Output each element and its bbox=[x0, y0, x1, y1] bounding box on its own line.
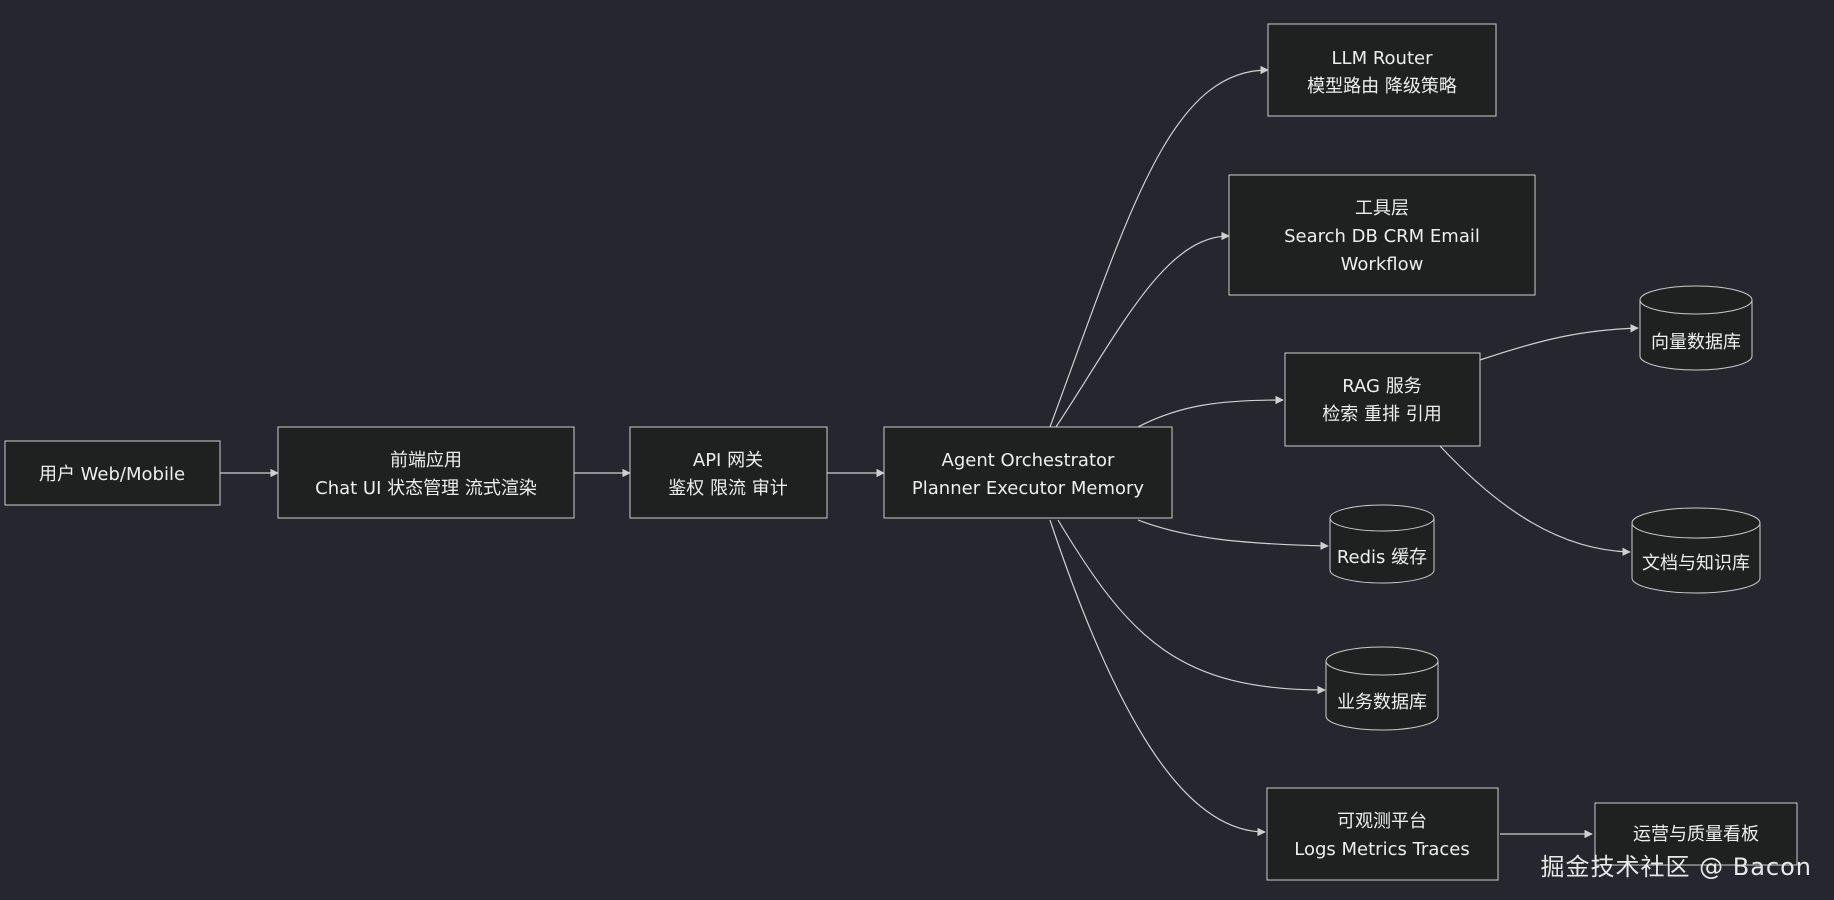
node-tools: 工具层 Search DB CRM Email Workflow bbox=[1228, 174, 1536, 296]
node-frontend: 前端应用 Chat UI 状态管理 流式渲染 bbox=[277, 426, 575, 519]
edge-orchestrator-biz-db bbox=[1057, 519, 1326, 695]
node-vector-db: 向量数据库 bbox=[1639, 285, 1753, 371]
node-observability-line-1: 可观测平台 bbox=[1337, 811, 1427, 832]
edge-orchestrator-redis bbox=[1137, 519, 1329, 551]
node-redis-line-1: Redis 缓存 bbox=[1337, 547, 1427, 568]
node-vector-db-line-1: 向量数据库 bbox=[1651, 332, 1741, 353]
edge-orchestrator-llm-router bbox=[1049, 65, 1269, 428]
edge-orchestrator-tools bbox=[1055, 231, 1230, 428]
node-user-line-1: 用户 Web/Mobile bbox=[39, 464, 185, 485]
node-llm-router: LLM Router 模型路由 降级策略 bbox=[1267, 23, 1497, 117]
edge-rag-docs-kb bbox=[1439, 445, 1631, 556]
node-user: 用户 Web/Mobile bbox=[4, 440, 221, 506]
node-llm-router-line-1: LLM Router bbox=[1332, 48, 1434, 69]
node-gateway-line-2: 鉴权 限流 审计 bbox=[668, 478, 787, 499]
node-llm-router-line-2: 模型路由 降级策略 bbox=[1307, 76, 1457, 97]
node-rag-line-1: RAG 服务 bbox=[1342, 376, 1421, 397]
node-rag: RAG 服务 检索 重排 引用 bbox=[1284, 352, 1481, 447]
node-tools-line-3: Workflow bbox=[1341, 254, 1424, 275]
node-orchestrator-line-1: Agent Orchestrator bbox=[942, 450, 1115, 471]
node-redis: Redis 缓存 bbox=[1329, 504, 1435, 584]
node-tools-line-1: 工具层 bbox=[1355, 198, 1409, 219]
edge-orchestrator-rag bbox=[1137, 395, 1284, 428]
node-gateway-line-1: API 网关 bbox=[693, 450, 763, 471]
node-rag-line-2: 检索 重排 引用 bbox=[1322, 404, 1441, 425]
node-biz-db-line-1: 业务数据库 bbox=[1337, 692, 1427, 713]
node-observability: 可观测平台 Logs Metrics Traces bbox=[1266, 787, 1499, 881]
node-observability-line-2: Logs Metrics Traces bbox=[1294, 839, 1469, 860]
node-orchestrator-line-2: Planner Executor Memory bbox=[912, 478, 1144, 499]
node-frontend-line-1: 前端应用 bbox=[390, 450, 462, 471]
node-biz-db: 业务数据库 bbox=[1325, 646, 1439, 731]
node-gateway: API 网关 鉴权 限流 审计 bbox=[629, 426, 828, 519]
node-docs-kb-line-1: 文档与知识库 bbox=[1642, 553, 1750, 574]
node-orchestrator: Agent Orchestrator Planner Executor Memo… bbox=[883, 426, 1173, 519]
watermark: 掘金技术社区 @ Bacon bbox=[1540, 853, 1812, 881]
node-dashboard-line-1: 运营与质量看板 bbox=[1633, 824, 1759, 845]
node-docs-kb: 文档与知识库 bbox=[1631, 507, 1761, 594]
node-tools-line-2: Search DB CRM Email bbox=[1284, 226, 1480, 247]
edges bbox=[220, 65, 1639, 839]
node-frontend-line-2: Chat UI 状态管理 流式渲染 bbox=[315, 478, 537, 499]
edge-orchestrator-observability bbox=[1049, 519, 1266, 837]
edge-rag-vector-db bbox=[1479, 324, 1639, 361]
node-dashboard: 运营与质量看板 bbox=[1594, 802, 1798, 866]
